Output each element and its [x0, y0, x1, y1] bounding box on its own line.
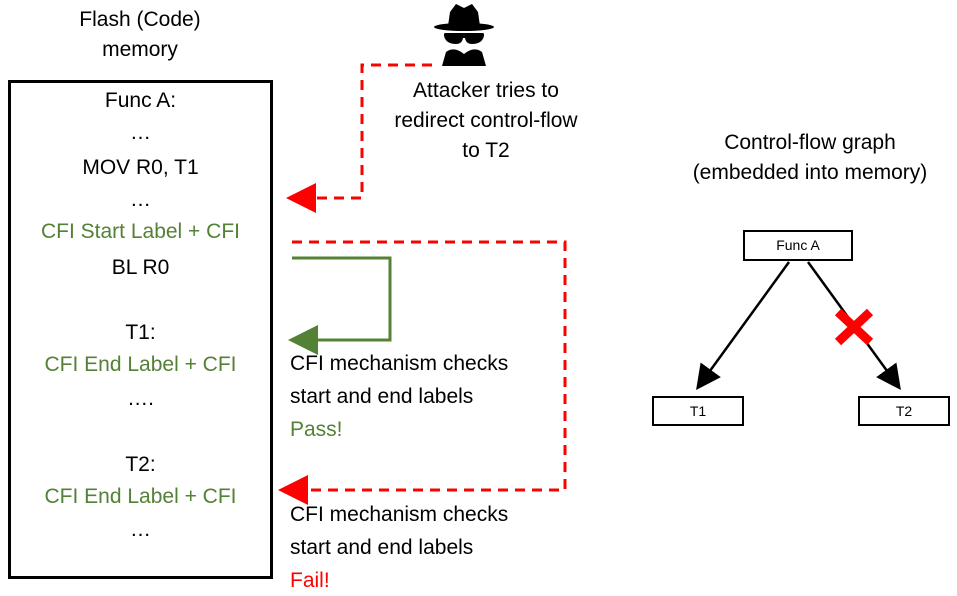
memory-line-cfi-end-1: CFI End Label + CFI: [44, 353, 237, 376]
memory-title-line1: Flash (Code): [79, 8, 201, 31]
flash-memory-box: [8, 80, 273, 579]
check-pass-line1: CFI mechanism checks: [290, 352, 509, 375]
attacker-text-line2: redirect control-flow: [394, 109, 578, 132]
check-pass-text: CFI mechanism checks start and end label…: [290, 349, 508, 445]
memory-title: Flash (Code) memory: [40, 5, 240, 65]
cfg-edge-to-t1: [696, 261, 791, 391]
memory-line-ellipsis-1: …: [130, 121, 151, 144]
check-pass-line2: start and end labels: [290, 385, 474, 408]
memory-line-ellipsis-4: …: [130, 518, 151, 541]
check-pass-result: Pass!: [290, 418, 343, 441]
memory-title-line2: memory: [102, 38, 178, 61]
memory-line-t1-label: T1:: [125, 321, 156, 344]
check-fail-line1: CFI mechanism checks: [290, 503, 509, 526]
check-fail-result: Fail!: [290, 569, 330, 592]
memory-line-ellipsis-3: ….: [127, 387, 154, 410]
pass-arrow: [288, 256, 392, 355]
memory-line-ellipsis-2: …: [130, 188, 151, 211]
check-fail-line2: start and end labels: [290, 536, 474, 559]
memory-line-mov: MOV R0, T1: [82, 156, 199, 179]
fail-arrow: [278, 240, 567, 505]
cfg-node-func-a: Func A: [743, 230, 853, 261]
cfg-title-line2: (embedded into memory): [692, 161, 928, 184]
cfg-title: Control-flow graph (embedded into memory…: [660, 128, 957, 188]
memory-line-func-a: Func A:: [104, 89, 177, 112]
cfg-node-t2: T2: [858, 396, 950, 426]
cfg-title-line1: Control-flow graph: [724, 131, 896, 154]
check-fail-text: CFI mechanism checks start and end label…: [290, 500, 508, 596]
attacker-text-line1: Attacker tries to: [413, 79, 559, 102]
memory-line-cfi-start: CFI Start Label + CFI: [41, 220, 240, 243]
attacker-text: Attacker tries to redirect control-flow …: [366, 76, 606, 166]
memory-line-cfi-end-2: CFI End Label + CFI: [44, 485, 237, 508]
red-x-icon: [834, 308, 874, 346]
memory-line-bl: BL R0: [111, 256, 170, 279]
cfg-node-t1: T1: [652, 396, 744, 426]
attacker-text-line3: to T2: [462, 139, 510, 162]
memory-line-t2-label: T2:: [125, 453, 156, 476]
attacker-redirect-arrow: [286, 63, 432, 213]
spy-icon: [434, 4, 494, 66]
